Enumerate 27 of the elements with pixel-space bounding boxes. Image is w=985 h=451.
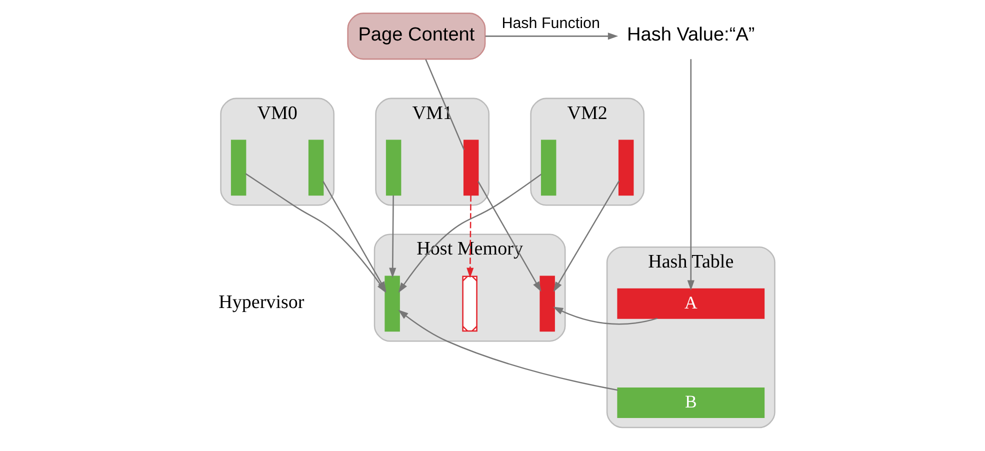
node-bar (462, 140, 478, 196)
cluster: VM0 (220, 98, 334, 206)
node-bar (618, 140, 634, 196)
node-bar (385, 140, 401, 196)
arrow (398, 310, 618, 391)
cluster: VM2 (530, 98, 644, 206)
arrow (477, 180, 541, 292)
node-box: B (616, 388, 764, 418)
node-box: A (616, 288, 764, 319)
arrow (398, 174, 542, 293)
node-label: Hypervisor (218, 292, 304, 314)
edge-label: Hash Function (501, 15, 600, 32)
node-bar (308, 140, 324, 196)
node-box: Page Content (346, 12, 486, 60)
arrow (388, 195, 396, 278)
node-text: Hash Value:“A” (626, 24, 754, 46)
node-bar (540, 140, 556, 196)
connector (424, 59, 464, 150)
cluster: VM1 (374, 98, 489, 206)
arrow (552, 306, 658, 325)
arrow (686, 59, 694, 290)
node-bar (384, 276, 400, 332)
arrow (552, 180, 620, 292)
node-bar (539, 276, 554, 332)
node-bar (230, 140, 246, 196)
arrow (484, 32, 618, 40)
arrow (466, 195, 474, 278)
